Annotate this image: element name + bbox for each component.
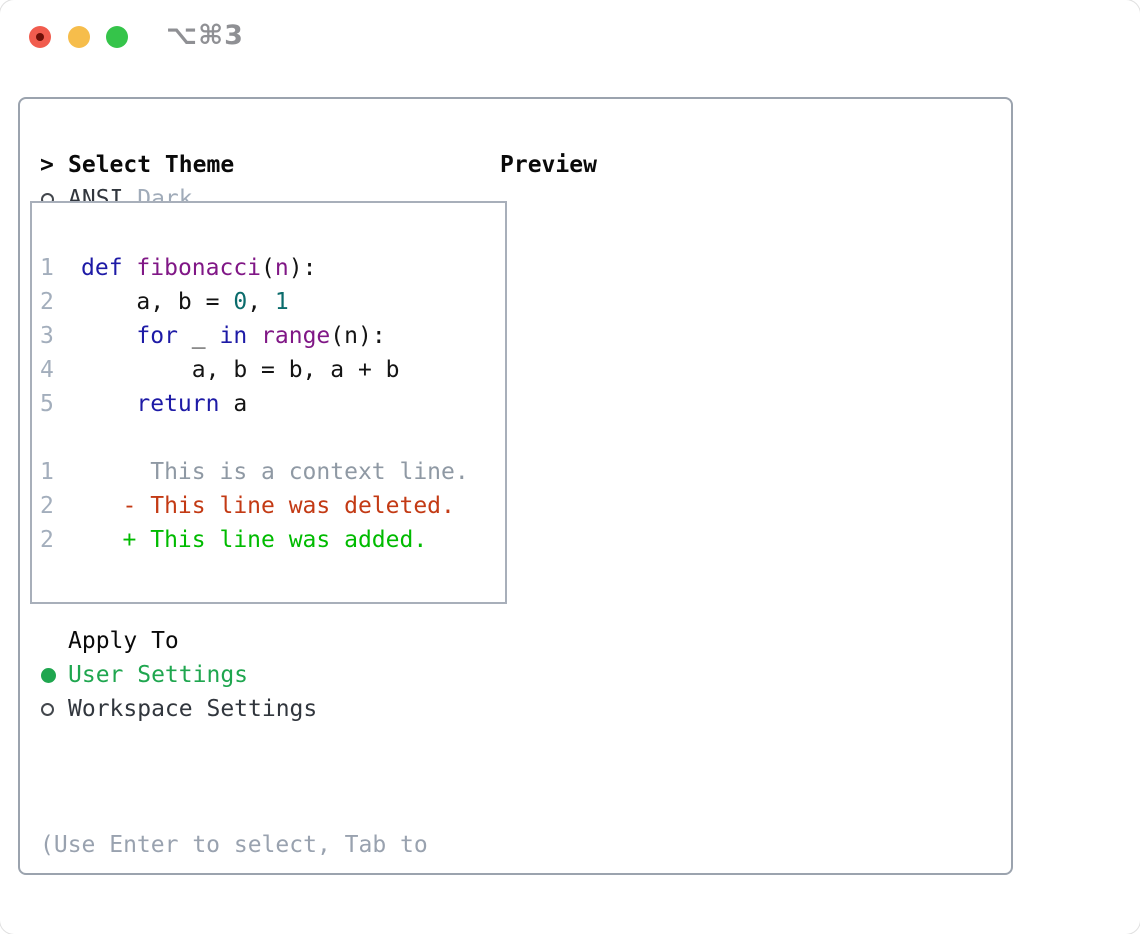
token-plain xyxy=(81,391,136,417)
token-plain: _ xyxy=(177,323,220,349)
preview-code-line: 4 a, b = b, a + b xyxy=(40,353,505,387)
preview-code-line: 2 - This line was deleted. xyxy=(40,489,505,523)
theme-panel-header: > Select Theme xyxy=(40,148,490,182)
code-text: a, b = 0, 1 xyxy=(81,289,289,315)
token-plain: a, b = b, a + b xyxy=(81,357,400,383)
minimize-button-icon[interactable] xyxy=(68,26,90,48)
token-context: This is a context line. xyxy=(81,459,469,485)
line-number: 4 xyxy=(40,357,54,383)
radio-unselected-icon xyxy=(41,702,54,716)
token-plain xyxy=(123,255,137,281)
token-deleted: - This line was deleted. xyxy=(81,493,455,519)
option-label: Workspace Settings xyxy=(68,696,318,722)
focus-prompt-icon: > xyxy=(40,152,54,178)
preview-code-line: 2 + This line was added. xyxy=(40,523,505,557)
option-label: User Settings xyxy=(68,662,249,688)
token-number: 1 xyxy=(274,289,289,315)
token-plain: a, b = xyxy=(81,289,234,315)
spacer-row xyxy=(40,726,490,760)
token-keyword: return xyxy=(136,391,220,417)
preview-code-line xyxy=(40,421,505,455)
line-number: 2 xyxy=(40,527,54,553)
hint-line-1: (Use Enter to select, Tab to xyxy=(40,832,428,858)
token-number: 0 xyxy=(233,289,248,315)
token-title: n xyxy=(274,255,289,281)
token-plain: (n): xyxy=(330,323,386,349)
main-panel: > Select Theme ANSI DarkAtom One DarkAyu… xyxy=(18,97,1013,875)
preview-code-line: 5 return a xyxy=(40,387,505,421)
preview-code-line: 1 This is a context line. xyxy=(40,455,505,489)
preview-code-line: 3 for _ in range(n): xyxy=(40,319,505,353)
hint-line-2: change focus) xyxy=(40,930,490,934)
token-plain: ( xyxy=(261,255,275,281)
line-number: 2 xyxy=(40,493,54,519)
token-title: fibonacci xyxy=(136,255,262,281)
theme-panel-title: Select Theme xyxy=(68,152,235,178)
code-text: - This line was deleted. xyxy=(81,493,455,519)
zoom-button-icon[interactable] xyxy=(106,26,128,48)
preview-code-line: 1 def fibonacci(n): xyxy=(40,251,505,285)
token-keyword: in xyxy=(219,323,248,349)
apply-to-option[interactable]: Workspace Settings xyxy=(40,692,490,726)
token-plain xyxy=(81,323,136,349)
close-dot-icon xyxy=(36,33,44,41)
code-text: return a xyxy=(81,391,247,417)
line-number: 1 xyxy=(40,255,54,281)
line-number: 3 xyxy=(40,323,54,349)
preview-panel: Preview xyxy=(500,148,597,182)
token-plain xyxy=(247,323,261,349)
code-text: a, b = b, a + b xyxy=(81,357,400,383)
apply-to-option[interactable]: User Settings xyxy=(40,658,490,692)
preview-title: Preview xyxy=(500,152,597,178)
token-plain: , xyxy=(247,289,275,315)
titlebar: ⌥⌘3 xyxy=(0,0,1140,74)
token-keyword: for xyxy=(136,323,178,349)
line-number: 5 xyxy=(40,391,54,417)
token-keyword: def xyxy=(81,255,123,281)
radio-selected-icon xyxy=(41,667,56,683)
code-text: This is a context line. xyxy=(81,459,469,485)
line-number: 1 xyxy=(40,459,54,485)
token-title: range xyxy=(261,323,331,349)
token-added: + This line was added. xyxy=(81,527,428,553)
code-text: def fibonacci(n): xyxy=(81,255,316,281)
apply-to-header: Apply To xyxy=(40,624,490,658)
code-text: for _ in range(n): xyxy=(81,323,386,349)
preview-code-line: 2 a, b = 0, 1 xyxy=(40,285,505,319)
code-text: + This line was added. xyxy=(81,527,428,553)
token-plain: ): xyxy=(288,255,317,281)
apply-to-title: Apply To xyxy=(68,628,179,654)
line-number: 2 xyxy=(40,289,54,315)
close-button-icon[interactable] xyxy=(29,26,51,48)
token-plain: a xyxy=(219,391,248,417)
window-shortcut-label: ⌥⌘3 xyxy=(166,20,244,51)
keyboard-hint: (Use Enter to select, Tab to change focu… xyxy=(40,760,490,934)
